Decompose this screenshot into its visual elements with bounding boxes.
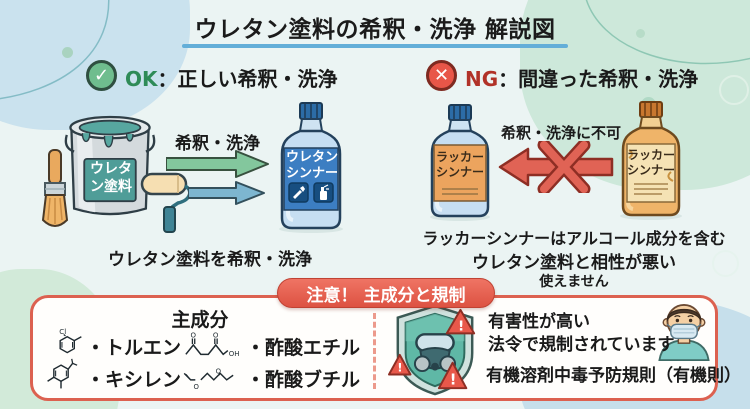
check-glyph: ✓: [93, 65, 110, 86]
paint-roller-icon: [140, 172, 192, 233]
oxygen-atom-label: O: [213, 332, 219, 340]
warning-badge: 注意！ 主成分と規制: [277, 278, 495, 308]
cross-glyph: ✕: [433, 65, 450, 86]
warning-triangle-icon: !: [437, 361, 468, 390]
ok-heading-text: ：正しい希釈・洗浄: [157, 67, 338, 91]
warning-triangle-icon: !: [388, 353, 412, 376]
cross-icon: ✕: [426, 60, 457, 91]
chlorine-atom-label: Cl: [59, 327, 66, 336]
green-arrow-right-icon: [166, 150, 269, 178]
ethyl-acetate-structure-icon: O O OH: [185, 332, 240, 358]
component-label: ・酢酸ブチル: [246, 369, 361, 391]
red-arrow-left-crossed-icon: [498, 141, 614, 193]
masked-person-icon: [658, 303, 710, 361]
svg-text:!: !: [458, 318, 464, 334]
decor-dot: [636, 29, 645, 38]
gas-mask-shield-icon: ! ! !: [388, 304, 476, 396]
ng-caption-line2: ウレタン塗料と相性が悪い: [472, 253, 676, 273]
title-underline: [182, 44, 568, 48]
lacquer-thinner-bottle-orange: [620, 101, 682, 220]
oxygen-atom-label: O: [193, 383, 199, 390]
warning-triangle-icon: !: [445, 308, 476, 334]
svg-text:!: !: [397, 361, 402, 375]
hydroxyl-atom-label: OH: [229, 350, 240, 358]
paint-brush-icon: [41, 149, 69, 227]
regulation-text: 有機溶剤中毒予防規則（有機則）: [486, 366, 741, 386]
urethane-thinner-bottle: [279, 102, 343, 233]
decor-ring: [719, 75, 749, 105]
decor-ring: [712, 250, 739, 277]
ng-caption-line3: 使えません: [539, 274, 609, 290]
ng-caption-line1: ラッカーシンナーはアルコール成分を含む: [422, 229, 726, 248]
urethane-thinner-label: ウレタンシンナー: [285, 150, 338, 181]
ng-heading-text: ：間違った希釈・洗浄: [498, 67, 699, 91]
component-label: ・キシレン: [86, 369, 182, 391]
brush-icon: [293, 186, 305, 199]
component-label: ・トルエン: [86, 337, 182, 359]
check-icon: ✓: [86, 60, 117, 91]
warning-box-divider: [373, 313, 376, 389]
spray-bottle-icon: [320, 184, 329, 200]
paint-can-label: ウレタン塗料: [90, 161, 132, 195]
component-label: ・酢酸エチル: [246, 337, 361, 359]
hazard-line1: 有害性が高い: [488, 312, 590, 332]
oxygen-atom-label: O: [191, 332, 197, 340]
paint-can-illustration: [64, 115, 156, 216]
decor-dot: [62, 47, 73, 58]
hazard-line2: 法令で規制されています: [488, 335, 675, 355]
page-title: ウレタン塗料の希釈・洗浄 解説図: [194, 17, 556, 43]
ng-section-heading: NG：間違った希釈・洗浄: [465, 63, 698, 92]
ok-caption: ウレタン塗料を希釈・洗浄: [108, 250, 312, 270]
butyl-acetate-structure-icon: O O: [183, 367, 234, 390]
oxygen-atom-label: O: [216, 367, 222, 375]
lacquer-thinner-label-left: ラッカーシンナー: [435, 150, 484, 179]
ng-arrow-label: 希釈・洗浄に不可: [500, 124, 621, 142]
lacquer-thinner-bottle-blue: [430, 104, 490, 221]
ng-label: NG: [465, 67, 499, 91]
xylene-structure-icon: [47, 358, 78, 389]
blue-arrow-right-icon: [188, 181, 265, 205]
components-heading: 主成分: [171, 309, 229, 331]
toluene-structure-icon: Cl: [59, 327, 82, 354]
ok-section-heading: OK：正しい希釈・洗浄: [125, 63, 338, 92]
lacquer-thinner-label-right: ラッカーシンナー: [626, 148, 675, 177]
ok-arrow-label: 希釈・洗浄: [175, 134, 260, 154]
svg-text:!: !: [450, 371, 457, 388]
ok-label: OK: [125, 67, 158, 91]
